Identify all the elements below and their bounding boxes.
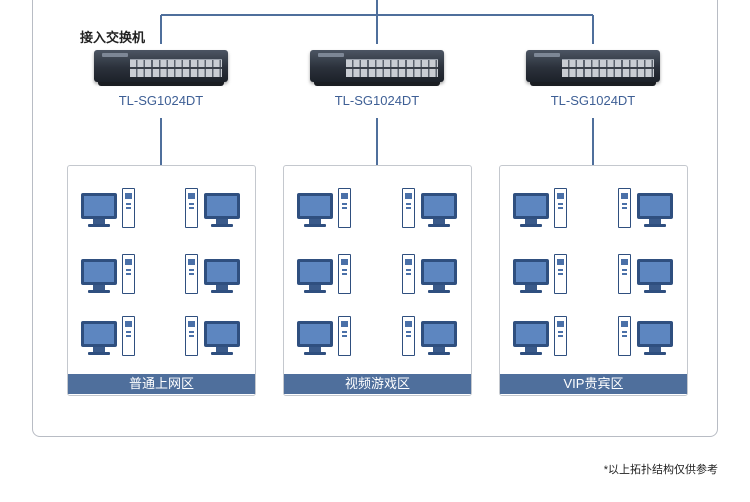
zone-label-standard: 普通上网区 [68,374,255,394]
switch-model-label: TL-SG1024DT [118,93,204,108]
switch-model-label: TL-SG1024DT [334,93,420,108]
computer-icon [297,188,353,228]
computer-icon [81,188,137,228]
disclaimer-note: *以上拓扑结构仅供参考 [603,464,718,476]
computer-icon [402,316,458,356]
switch-model-label: TL-SG1024DT [550,93,636,108]
computer-icon [513,254,569,294]
computer-icon [185,188,241,228]
computer-icon [402,254,458,294]
switch-icon [310,50,444,86]
switch-icon [94,50,228,86]
computer-icon [185,254,241,294]
computer-icon [402,188,458,228]
computer-icon [297,316,353,356]
zone-label-vip: VIP贵宾区 [500,374,687,394]
zone-label-gaming: 视频游戏区 [284,374,471,394]
computer-icon [81,254,137,294]
computer-icon [297,254,353,294]
computer-icon [81,316,137,356]
computer-icon [618,316,674,356]
computer-icon [618,188,674,228]
computer-icon [185,316,241,356]
switch-icon [526,50,660,86]
computer-icon [513,316,569,356]
computer-icon [618,254,674,294]
computer-icon [513,188,569,228]
access-switch-label: 接入交换机 [80,30,146,45]
